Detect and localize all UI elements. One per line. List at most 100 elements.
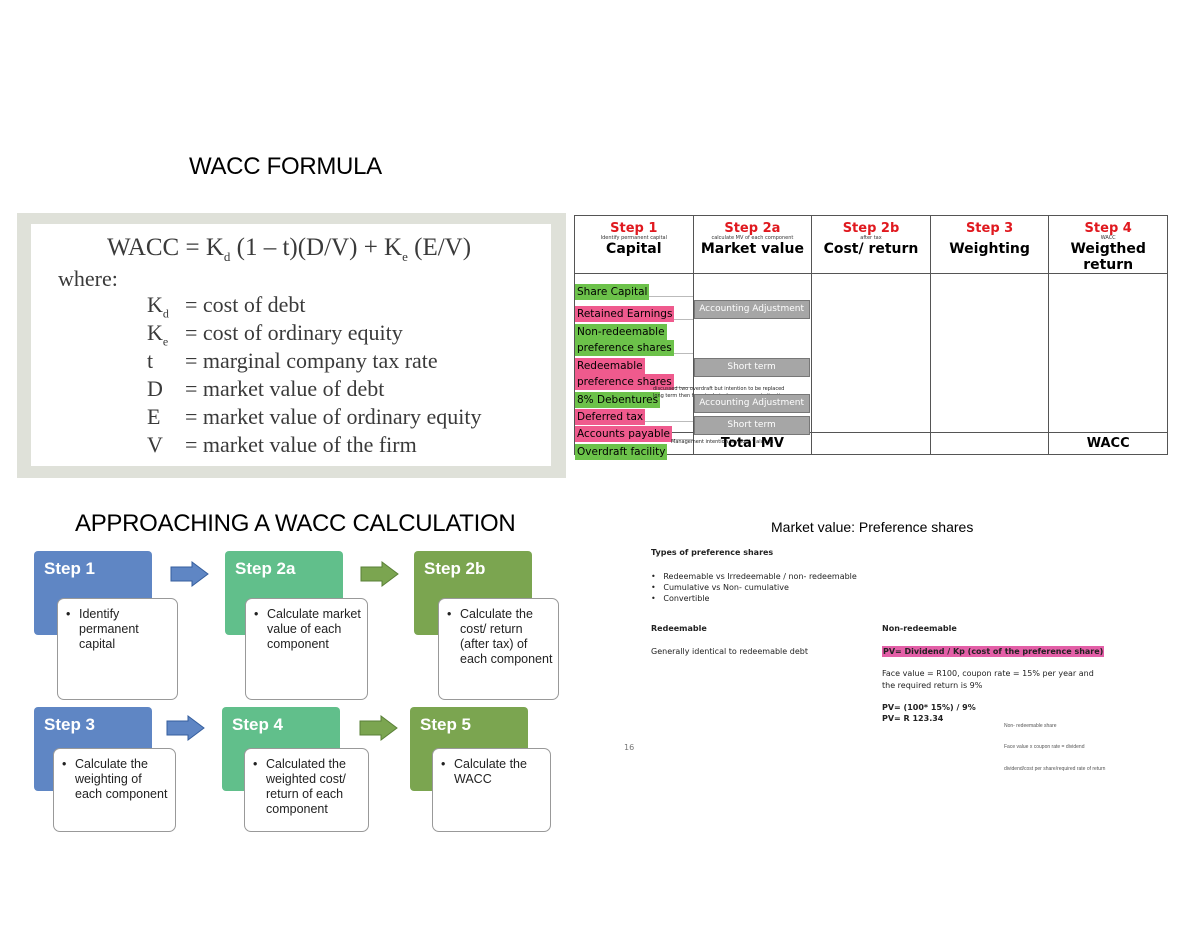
- step2b-description: •Calculate the cost/ return (after tax) …: [438, 598, 559, 700]
- definition-text: = cost of debt: [185, 292, 306, 317]
- capital-column: Share Capital Retained Earnings Non-rede…: [574, 273, 786, 460]
- step-label: Step 2a: [235, 559, 296, 578]
- weighting-column: [929, 273, 1050, 433]
- wacc-formula-heading: WACC FORMULA: [189, 153, 382, 180]
- calc-line: PV= R 123.34: [882, 714, 944, 723]
- step-text: Calculated the weighted cost/ return of …: [266, 757, 346, 816]
- page-number: 16: [624, 743, 635, 752]
- definition-symbol: V: [147, 432, 163, 457]
- cost-column: [811, 273, 931, 433]
- weighted-return-column: [1048, 273, 1168, 433]
- equation-part: WACC = K: [107, 234, 224, 261]
- example-line: the required return is 9%: [882, 681, 983, 690]
- definition-symbol: E: [147, 404, 161, 429]
- example-line: Face value = R100, coupon rate = 15% per…: [882, 669, 1094, 678]
- approach-heading: APPROACHING A WACC CALCULATION: [75, 510, 516, 537]
- step-label: Step 5: [420, 715, 472, 734]
- definition-text: = cost of ordinary equity: [185, 320, 403, 345]
- step-text: Calculate market value of each component: [267, 607, 361, 651]
- step2a-description: •Calculate market value of each componen…: [245, 598, 368, 700]
- capital-item: preference shares: [575, 340, 674, 356]
- capital-item: Retained Earnings: [575, 306, 675, 322]
- step-label: Step 2a: [724, 221, 781, 236]
- capital-item: 8% Debentures: [575, 392, 661, 408]
- step-text: Calculate the WACC: [454, 757, 527, 786]
- market-value-column: Accounting Adjustment Short term Account…: [692, 273, 813, 435]
- step-label: Step 2b: [424, 559, 486, 578]
- redeemable-heading: Redeemable: [651, 624, 707, 633]
- step3-description: •Calculate the weighting of each compone…: [53, 748, 176, 832]
- step-text: Calculate the weighting of each componen…: [75, 757, 168, 801]
- step5-description: •Calculate the WACC: [432, 748, 551, 832]
- step-text: Identify permanent capital: [79, 607, 139, 651]
- definition-text: = market value of ordinary equity: [185, 404, 482, 429]
- calc-line: PV= (100* 15%) / 9%: [882, 703, 976, 712]
- step-subtitle: Identify permanent capital: [600, 235, 667, 241]
- definition-row: V = market value of the firm: [147, 432, 481, 460]
- step1-description: • Identify permanent capital: [57, 598, 178, 700]
- nonredeemable-heading: Non-redeemable: [882, 624, 957, 633]
- wacc-formula-panel: WACC = Kd (1 – t)(D/V) + Ke (E/V) where:…: [17, 213, 566, 478]
- step-text: Calculate the cost/ return (after tax) o…: [460, 607, 553, 666]
- definition-row: Ke = cost of ordinary equity: [147, 320, 481, 348]
- where-label: where:: [58, 266, 118, 291]
- type-item: • Cumulative vs Non- cumulative: [651, 583, 789, 592]
- definition-symbol: Kd: [147, 292, 169, 321]
- column-title: Weigthed return: [1070, 241, 1146, 273]
- redeemable-text: Generally identical to redeemable debt: [651, 647, 808, 656]
- step4-description: • Calculated the weighted cost/ return of…: [244, 748, 369, 832]
- arrow-right-icon: [359, 715, 398, 741]
- step-label: Step 1: [44, 559, 96, 578]
- accounting-adjustment-box: Accounting Adjustment: [693, 394, 810, 413]
- arrow-right-icon: [360, 561, 399, 587]
- step-subtitle: calculate MV of each component: [711, 235, 794, 241]
- definition-row: E = market value of ordinary equity: [147, 404, 481, 432]
- definition-text: = marginal company tax rate: [185, 348, 438, 373]
- capital-item: preference shares: [575, 374, 674, 390]
- handwritten-note: Face value x coupon rate = dividend: [1004, 744, 1085, 750]
- short-term-box: Short term: [693, 358, 810, 377]
- capital-item: Non-redeemable: [575, 324, 667, 340]
- step-label: Step 1: [610, 221, 658, 236]
- total-mv-cell: Total MV: [692, 432, 813, 455]
- step-subtitle: WACC: [1100, 235, 1116, 241]
- definition-row: t= marginal company tax rate: [147, 348, 481, 376]
- step-subtitle: after tax: [860, 235, 882, 241]
- definition-text: = market value of debt: [185, 376, 385, 401]
- wacc-equation: WACC = Kd (1 – t)(D/V) + Ke (E/V): [107, 234, 471, 265]
- formula-card: WACC = Kd (1 – t)(D/V) + Ke (E/V) where:…: [31, 224, 551, 466]
- type-item: • Redeemable vs Irredeemable / non- rede…: [651, 572, 857, 581]
- pv-formula-highlight: PV= Dividend / Kp (cost of the preferenc…: [882, 646, 1105, 657]
- bullet: •: [253, 757, 258, 771]
- definition-symbol: D: [147, 376, 163, 401]
- capital-item: Deferred tax: [575, 409, 646, 425]
- definition-text: = market value of the firm: [185, 432, 417, 457]
- footer-blank: [574, 432, 694, 455]
- preference-title: Market value: Preference shares: [771, 519, 974, 535]
- types-list: • Redeemable vs Irredeemable / non- rede…: [651, 571, 857, 604]
- types-heading: Types of preference shares: [651, 548, 774, 557]
- equation-sub: e: [402, 249, 408, 264]
- definition-symbol: Ke: [147, 320, 169, 349]
- bullet: •: [66, 607, 71, 621]
- step-label: Step 2b: [842, 221, 900, 236]
- capital-item: Share Capital: [575, 284, 650, 300]
- column-title: Weighting: [949, 241, 1030, 257]
- handwritten-note: Non- redeemable share: [1004, 723, 1057, 729]
- column-title: Market value: [700, 241, 804, 257]
- step-label: Step 4: [232, 715, 284, 734]
- column-title: Capital: [606, 241, 662, 257]
- handwritten-note: dividend/cost per share/required rate of…: [1004, 766, 1106, 772]
- type-item: • Convertible: [651, 594, 710, 603]
- definition-list: Kd = cost of debt Ke = cost of ordinary eq…: [147, 292, 481, 460]
- equation-sub: d: [223, 249, 231, 264]
- equation-part: (E/V): [407, 234, 472, 261]
- capital-item: Redeemable: [575, 358, 645, 374]
- arrow-right-icon: [170, 561, 209, 587]
